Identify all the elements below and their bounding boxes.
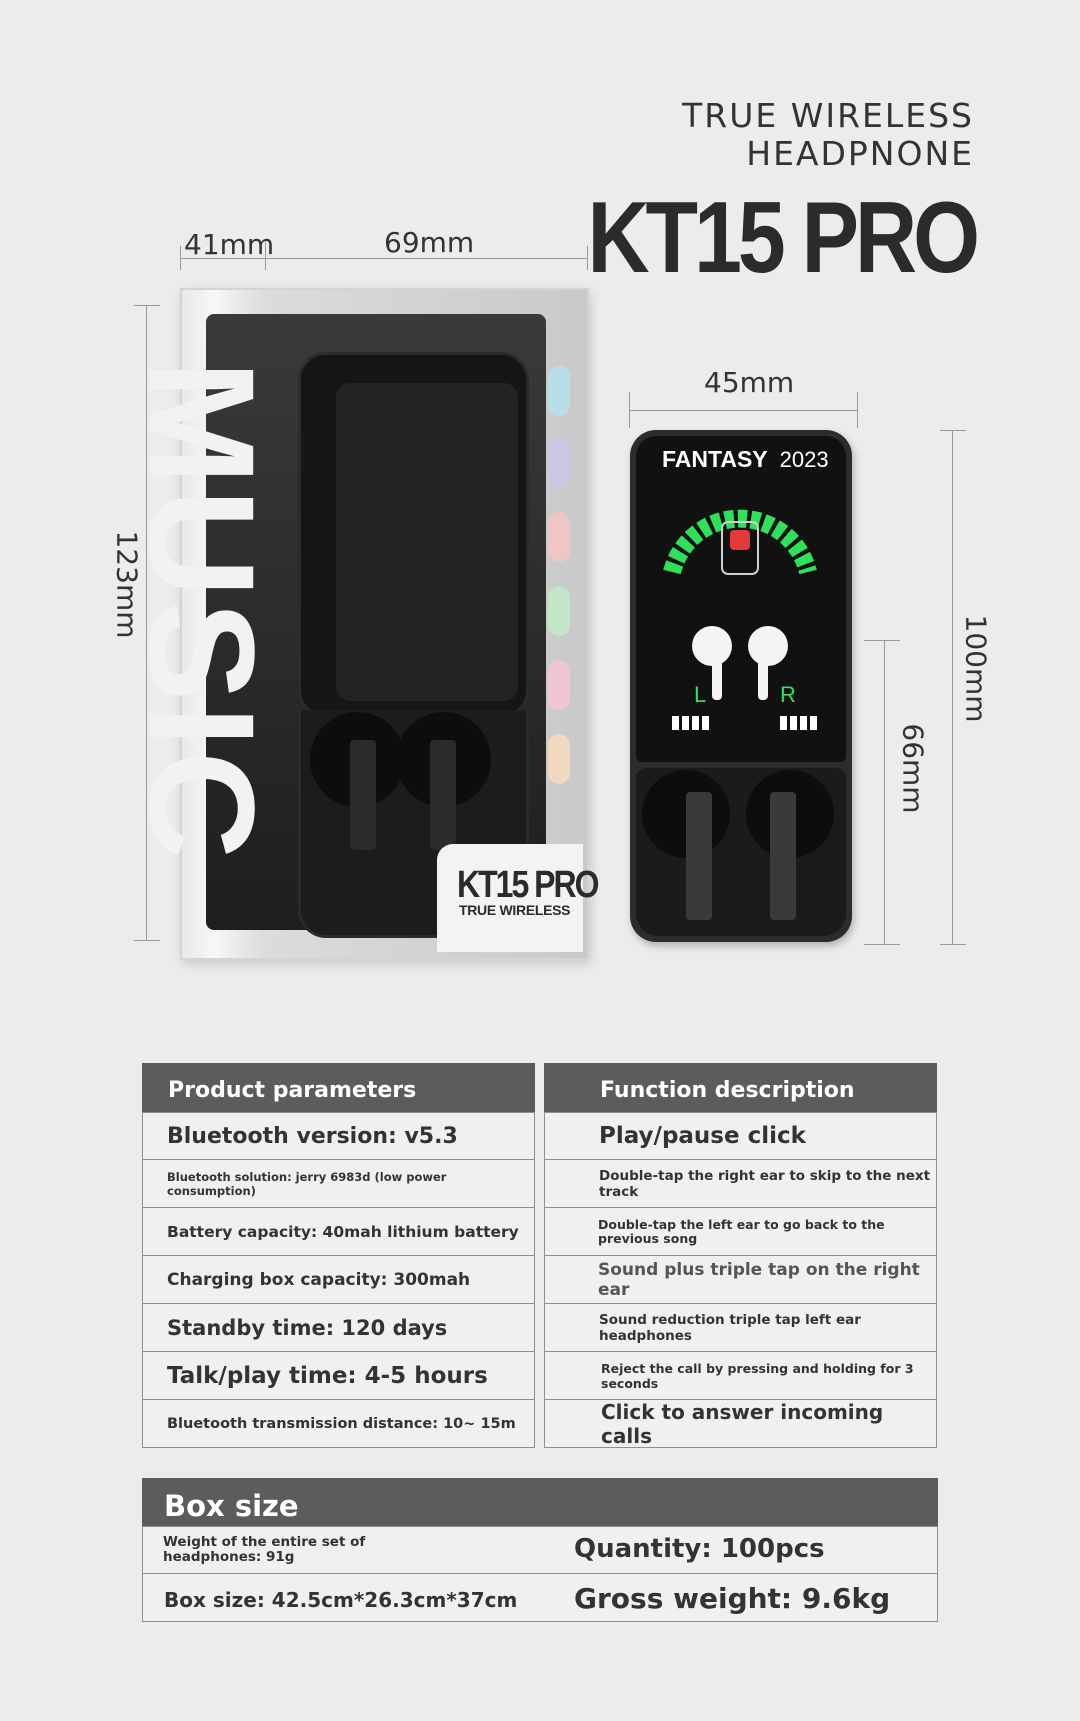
heading-line-1: TRUE WIRELESS <box>682 96 974 135</box>
box-height-line <box>146 305 147 940</box>
box-gross-weight: Gross weight: 9.6kg <box>574 1582 891 1615</box>
box-color-swatch-1 <box>548 366 570 416</box>
case-height-label: 100mm <box>959 614 993 723</box>
param-row: Bluetooth version: v5.3 <box>142 1112 535 1160</box>
cradle-height-label: 66mm <box>896 723 930 814</box>
model-title: KT15 PRO <box>587 181 980 295</box>
box-width-line <box>180 258 588 259</box>
battery-gauge-icon <box>663 509 817 575</box>
param-row: Talk/play time: 4-5 hours <box>142 1352 535 1400</box>
case-width-label: 45mm <box>704 366 795 399</box>
function-row: Play/pause click <box>544 1112 937 1160</box>
case-height-tick-bottom <box>940 944 966 945</box>
box-label-model: KT15 PRO <box>457 862 599 906</box>
function-row: Sound plus triple tap on the right ear <box>544 1256 937 1304</box>
box-height-tick-bottom <box>134 940 160 941</box>
box-label-subtitle: TRUE WIRELESS <box>459 902 571 918</box>
case-height-line <box>952 430 953 944</box>
box-width-tick-right <box>587 246 588 270</box>
battery-bar-right <box>780 716 787 730</box>
param-row: Battery capacity: 40mah lithium battery <box>142 1208 535 1256</box>
case-earbud-left <box>686 792 712 920</box>
case-right-label: R <box>780 682 796 707</box>
case-year: 2023 <box>779 447 829 472</box>
box-size-row-1 <box>142 1526 938 1574</box>
box-width-tick-left <box>180 246 181 270</box>
function-row: Click to answer incoming calls <box>544 1400 937 1448</box>
box-color-swatch-2 <box>548 438 570 488</box>
param-row: Bluetooth transmission distance: 10~ 15m <box>142 1400 535 1448</box>
param-row: Charging box capacity: 300mah <box>142 1256 535 1304</box>
case-width-line <box>629 410 857 411</box>
earbud-left-stem <box>712 650 722 700</box>
box-size-header: Box size <box>142 1478 938 1526</box>
box-height-tick-top <box>134 305 160 306</box>
case-brand: FANTASY 2023 <box>662 446 829 473</box>
function-row: Double-tap the right ear to skip to the … <box>544 1160 937 1208</box>
box-case-screen <box>336 383 518 701</box>
cradle-height-line <box>884 640 885 944</box>
battery-bar-right <box>790 716 797 730</box>
earbud-right-stem <box>758 650 768 700</box>
param-row: Standby time: 120 days <box>142 1304 535 1352</box>
param-row: Bluetooth solution: jerry 6983d (low pow… <box>142 1160 535 1208</box>
battery-bar-left <box>702 716 709 730</box>
box-depth-label: 41mm <box>184 228 275 261</box>
battery-bar-right <box>810 716 817 730</box>
box-earbud-right <box>430 740 456 850</box>
battery-bar-left <box>692 716 699 730</box>
case-width-tick-right <box>857 392 858 428</box>
cradle-height-tick-top <box>864 640 900 641</box>
earbud-right-icon <box>748 626 788 666</box>
case-brand-name: FANTASY <box>662 446 768 472</box>
battery-bar-left <box>672 716 679 730</box>
battery-bar-left <box>682 716 689 730</box>
box-width-label: 69mm <box>384 226 475 259</box>
box-color-swatch-5 <box>548 660 570 710</box>
box-size-row-2 <box>142 1574 938 1622</box>
box-color-swatch-6 <box>548 734 570 784</box>
heading-line-2: HEADPNONE <box>746 134 974 173</box>
product-parameters-table: Product parameters Bluetooth version: v5… <box>142 1063 535 1448</box>
case-height-tick-top <box>940 430 966 431</box>
case-width-tick-left <box>629 392 630 428</box>
box-color-swatch-3 <box>548 512 570 562</box>
function-row: Sound reduction triple tap left ear head… <box>544 1304 937 1352</box>
case-left-label: L <box>694 682 707 707</box>
box-side-text: MUSIC <box>118 360 286 864</box>
function-description-header: Function description <box>544 1063 937 1112</box>
battery-bar-right <box>800 716 807 730</box>
box-color-swatch-4 <box>548 586 570 636</box>
case-display <box>636 436 846 762</box>
function-row: Reject the call by pressing and holding … <box>544 1352 937 1400</box>
box-depth-tick <box>265 240 266 270</box>
box-dimensions: Box size: 42.5cm*26.3cm*37cm <box>164 1588 518 1612</box>
box-set-weight: Weight of the entire set of headphones: … <box>163 1534 366 1565</box>
cradle-height-tick-bottom <box>864 944 900 945</box>
product-parameters-header: Product parameters <box>142 1063 535 1112</box>
case-earbud-right <box>770 792 796 920</box>
box-earbud-left <box>350 740 376 850</box>
box-label-panel <box>437 844 583 952</box>
function-description-table: Function description Play/pause click Do… <box>544 1063 937 1448</box>
function-row: Double-tap the left ear to go back to th… <box>544 1208 937 1256</box>
box-quantity: Quantity: 100pcs <box>574 1534 825 1564</box>
